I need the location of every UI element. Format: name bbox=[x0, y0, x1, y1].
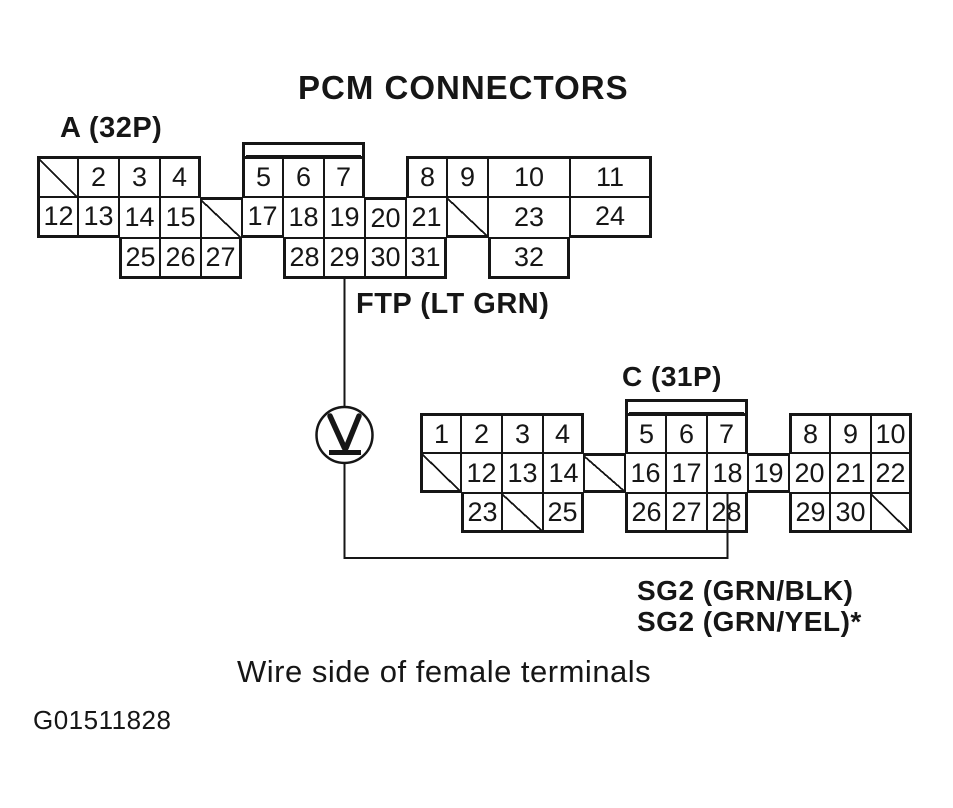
pin-cell-c-19: 19 bbox=[748, 453, 789, 493]
pin-cell-a-5: 5 bbox=[242, 156, 283, 197]
sg2-label-line1: SG2 (GRN/BLK) bbox=[637, 575, 854, 606]
pin-cell-c-27: 27 bbox=[666, 493, 707, 533]
pin-cell-blank-c bbox=[871, 493, 912, 533]
ftp-wire-label: FTP (LT GRN) bbox=[356, 288, 550, 320]
connector-c-label: C (31P) bbox=[622, 361, 722, 392]
pin-cell-a-12: 12 bbox=[37, 197, 78, 238]
voltmeter-icon bbox=[327, 413, 362, 451]
pin-cell-a-31: 31 bbox=[406, 238, 447, 279]
pin-cell-blank-a bbox=[37, 156, 78, 197]
pin-cell-c-5: 5 bbox=[625, 413, 666, 453]
pin-cell-a-3: 3 bbox=[119, 156, 160, 197]
pin-cell-c-18: 18 bbox=[707, 453, 748, 493]
pin-cell-blank-a bbox=[447, 197, 488, 238]
pin-cell-a-4: 4 bbox=[160, 156, 201, 197]
pin-cell-c-29: 29 bbox=[789, 493, 830, 533]
pin-cell-c-12: 12 bbox=[461, 453, 502, 493]
pin-cell-a-17: 17 bbox=[242, 197, 283, 238]
pin-cell-c-21: 21 bbox=[830, 453, 871, 493]
pin-cell-a-26: 26 bbox=[160, 238, 201, 279]
pin-cell-c-14: 14 bbox=[543, 453, 584, 493]
pin-cell-c-13: 13 bbox=[502, 453, 543, 493]
pin-cell-c-3: 3 bbox=[502, 413, 543, 453]
pin-cell-c-6: 6 bbox=[666, 413, 707, 453]
pin-cell-a-29: 29 bbox=[324, 238, 365, 279]
page-title: PCM CONNECTORS bbox=[298, 69, 629, 106]
connector-a-label: A (32P) bbox=[60, 112, 163, 144]
pin-cell-a-2: 2 bbox=[78, 156, 119, 197]
voltmeter-symbol-circle bbox=[315, 405, 374, 465]
pin-cell-a-14: 14 bbox=[119, 197, 160, 238]
pin-cell-c-28: 28 bbox=[707, 493, 748, 533]
pin-cell-a-25: 25 bbox=[119, 238, 160, 279]
pin-cell-a-27: 27 bbox=[201, 238, 242, 279]
pin-cell-c-23: 23 bbox=[461, 493, 502, 533]
pin-cell-a-24: 24 bbox=[570, 197, 652, 238]
diagram-caption: Wire side of female terminals bbox=[237, 654, 652, 689]
pin-cell-c-1: 1 bbox=[420, 413, 461, 453]
pin-cell-a-19: 19 bbox=[324, 197, 365, 238]
pin-cell-a-32: 32 bbox=[488, 238, 570, 279]
sg2-label-line2: SG2 (GRN/YEL)* bbox=[637, 606, 862, 637]
pin-cell-c-20: 20 bbox=[789, 453, 830, 493]
pin-cell-a-28: 28 bbox=[283, 238, 324, 279]
pin-cell-c-30: 30 bbox=[830, 493, 871, 533]
pin-cell-a-20: 20 bbox=[365, 197, 406, 238]
pin-cell-c-26: 26 bbox=[625, 493, 666, 533]
pin-cell-c-25: 25 bbox=[543, 493, 584, 533]
pin-cell-c-2: 2 bbox=[461, 413, 502, 453]
pin-cell-blank-a bbox=[201, 197, 242, 238]
pin-cell-a-8: 8 bbox=[406, 156, 447, 197]
pin-cell-a-21: 21 bbox=[406, 197, 447, 238]
pin-cell-c-22: 22 bbox=[871, 453, 912, 493]
pin-cell-c-4: 4 bbox=[543, 413, 584, 453]
pin-cell-a-6: 6 bbox=[283, 156, 324, 197]
pin-cell-a-11: 11 bbox=[570, 156, 652, 197]
pin-cell-c-7: 7 bbox=[707, 413, 748, 453]
pin-cell-a-7: 7 bbox=[324, 156, 365, 197]
figure-id: G01511828 bbox=[33, 705, 172, 735]
pin-cell-a-9: 9 bbox=[447, 156, 488, 197]
pin-cell-c-9: 9 bbox=[830, 413, 871, 453]
pin-cell-a-23: 23 bbox=[488, 197, 570, 238]
pin-cell-a-18: 18 bbox=[283, 197, 324, 238]
pin-cell-c-17: 17 bbox=[666, 453, 707, 493]
pin-cell-blank-c bbox=[420, 453, 461, 493]
pin-cell-blank-c bbox=[502, 493, 543, 533]
pin-cell-a-10: 10 bbox=[488, 156, 570, 197]
pin-cell-c-16: 16 bbox=[625, 453, 666, 493]
pin-cell-a-30: 30 bbox=[365, 238, 406, 279]
pin-cell-a-15: 15 bbox=[160, 197, 201, 238]
pin-cell-c-8: 8 bbox=[789, 413, 830, 453]
sg2-wire-labels: SG2 (GRN/BLK) SG2 (GRN/YEL)* bbox=[637, 575, 862, 637]
pin-cell-a-13: 13 bbox=[78, 197, 119, 238]
pin-cell-c-10: 10 bbox=[871, 413, 912, 453]
pin-cell-blank-c bbox=[584, 453, 625, 493]
